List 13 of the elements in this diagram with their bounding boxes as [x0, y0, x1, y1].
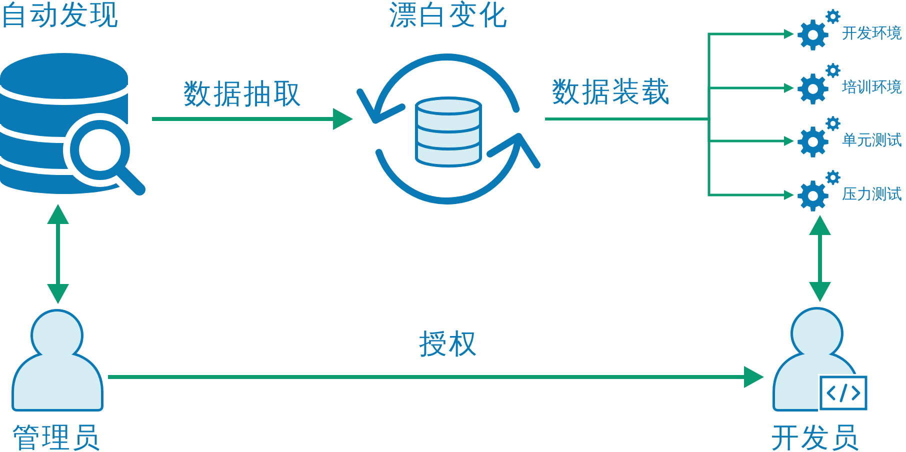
item-label: 开发环境	[842, 26, 902, 41]
item-label: 单元测试	[842, 133, 902, 148]
arrow	[152, 108, 353, 130]
double-arrow	[47, 204, 69, 304]
role-label: 管理员	[12, 424, 102, 452]
double-arrow	[809, 215, 831, 302]
arrow	[545, 118, 794, 200]
role-label: 开发员	[771, 424, 861, 452]
arrow	[108, 366, 764, 388]
section-heading: 自动发现	[0, 1, 120, 29]
item-label: 培训环境	[842, 80, 902, 95]
section-heading: 漂白变化	[389, 1, 509, 29]
item-label: 压力测试	[842, 187, 902, 202]
